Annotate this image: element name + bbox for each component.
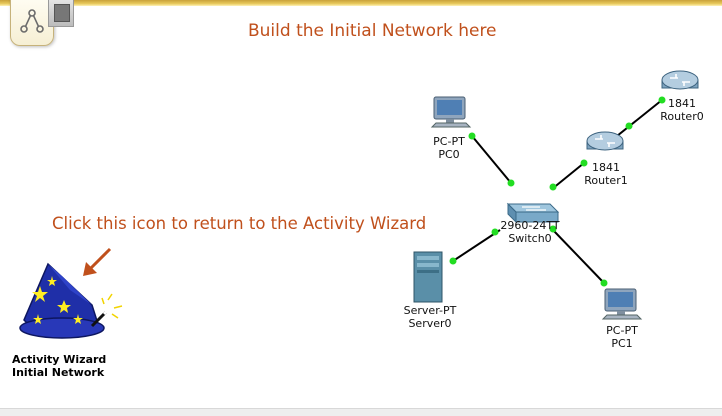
physical-workspace-icon — [54, 4, 70, 22]
link-switch0-pc1 — [552, 229, 605, 284]
link-light — [549, 225, 557, 233]
top-toolbar-edge — [0, 0, 722, 6]
switch0-name: Switch0 — [508, 232, 552, 245]
link-pc0-switch0 — [471, 135, 512, 184]
router0-model: 1841 — [668, 97, 696, 110]
pc1-label: PC-PT PC1 — [601, 324, 643, 350]
pc0-label: PC-PT PC0 — [428, 135, 470, 161]
activity-wizard-label[interactable]: Activity Wizard Initial Network — [12, 353, 116, 379]
physical-view-tab[interactable] — [48, 0, 74, 27]
link-lights — [449, 96, 666, 287]
bottom-scrollbar[interactable] — [0, 408, 722, 416]
link-light — [549, 183, 557, 191]
switch0-icon[interactable] — [506, 202, 560, 224]
router0-label: 1841 Router0 — [660, 97, 704, 123]
link-light — [625, 122, 633, 130]
workspace-heading: Build the Initial Network here — [248, 21, 497, 41]
pc0-icon[interactable] — [430, 96, 472, 128]
router1-label: 1841 Router1 — [583, 161, 629, 187]
links — [452, 99, 663, 284]
router1-name: Router1 — [584, 174, 628, 187]
server0-label: Server-PT Server0 — [398, 304, 462, 330]
link-router1-switch0 — [551, 162, 585, 190]
pc1-model: PC-PT — [606, 324, 638, 337]
pc0-model: PC-PT — [433, 135, 465, 148]
link-light — [507, 179, 515, 187]
pc1-name: PC1 — [611, 337, 633, 350]
pc1-icon[interactable] — [601, 288, 643, 320]
router1-model: 1841 — [592, 161, 620, 174]
switch0-label: 2960-24TT Switch0 — [497, 219, 563, 245]
server0-icon[interactable] — [413, 251, 443, 303]
logical-view-tab[interactable] — [10, 0, 54, 46]
activity-wizard-label-line2: Initial Network — [12, 366, 105, 379]
server0-model: Server-PT — [403, 304, 457, 317]
server0-name: Server0 — [408, 317, 452, 330]
router0-name: Router0 — [660, 110, 704, 123]
router0-icon[interactable] — [661, 70, 699, 90]
activity-wizard-icon[interactable] — [19, 262, 123, 339]
link-switch0-server0 — [452, 229, 501, 262]
link-light — [580, 159, 588, 167]
pc0-name: PC0 — [438, 148, 460, 161]
wizard-hint-text: Click this icon to return to the Activit… — [52, 214, 427, 233]
link-light — [449, 257, 457, 265]
link-light — [600, 279, 608, 287]
router1-icon[interactable] — [586, 131, 624, 151]
switch0-model: 2960-24TT — [500, 219, 560, 232]
activity-wizard-label-line1: Activity Wizard — [12, 353, 107, 366]
hint-arrow — [83, 247, 112, 276]
logical-workspace-icon — [20, 9, 44, 33]
link-light — [658, 96, 666, 104]
link-light — [468, 132, 476, 140]
link-light — [491, 228, 499, 236]
link-router0-router1 — [611, 99, 663, 141]
